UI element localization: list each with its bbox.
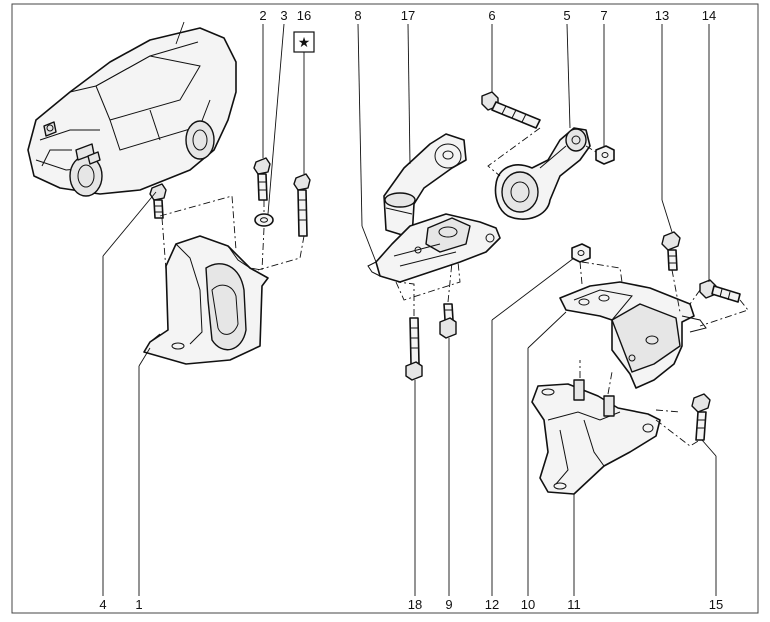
part-10-upper-bracket bbox=[559, 281, 707, 389]
washer-3 bbox=[254, 213, 274, 227]
bolt-15 bbox=[691, 393, 711, 441]
label-11: 11 bbox=[567, 597, 581, 612]
vehicle-illustration bbox=[27, 21, 237, 197]
label-3: 3 bbox=[280, 8, 287, 23]
bottom-labels: 4 1 18 9 12 10 11 15 bbox=[99, 597, 723, 612]
bolt-9 bbox=[439, 303, 457, 339]
label-12: 12 bbox=[485, 597, 499, 612]
bolt-13 bbox=[661, 231, 681, 271]
label-15: 15 bbox=[709, 597, 723, 612]
label-5: 5 bbox=[563, 8, 570, 23]
label-4: 4 bbox=[99, 597, 106, 612]
bolt-4 bbox=[149, 183, 167, 219]
label-7: 7 bbox=[600, 8, 607, 23]
label-2: 2 bbox=[259, 8, 266, 23]
label-8: 8 bbox=[354, 8, 361, 23]
bolt-16 bbox=[293, 173, 311, 237]
part-11-lower-mount bbox=[531, 379, 661, 495]
label-1: 1 bbox=[135, 597, 142, 612]
label-6: 6 bbox=[488, 8, 495, 23]
nut-7 bbox=[595, 145, 615, 165]
leader-lines bbox=[102, 23, 717, 596]
label-9: 9 bbox=[445, 597, 452, 612]
star-badge-16: ★ bbox=[293, 31, 315, 53]
label-13: 13 bbox=[655, 8, 669, 23]
label-18: 18 bbox=[408, 597, 422, 612]
label-14: 14 bbox=[702, 8, 716, 23]
part-1-left-engine-mount bbox=[143, 235, 269, 365]
bolt-2 bbox=[253, 157, 271, 201]
label-10: 10 bbox=[521, 597, 535, 612]
part-8-bracket bbox=[367, 213, 501, 283]
bolt-6 bbox=[481, 91, 541, 129]
bolt-14 bbox=[699, 279, 741, 303]
diagram-frame bbox=[11, 3, 759, 614]
top-labels: 2 3 16 8 17 6 5 7 13 14 bbox=[259, 8, 716, 23]
part-5-torque-rod bbox=[494, 127, 591, 220]
nut-12 bbox=[571, 243, 591, 263]
label-16: 16 bbox=[297, 8, 311, 23]
label-17: 17 bbox=[401, 8, 415, 23]
star-symbol: ★ bbox=[298, 34, 311, 50]
bolt-18 bbox=[405, 317, 423, 381]
